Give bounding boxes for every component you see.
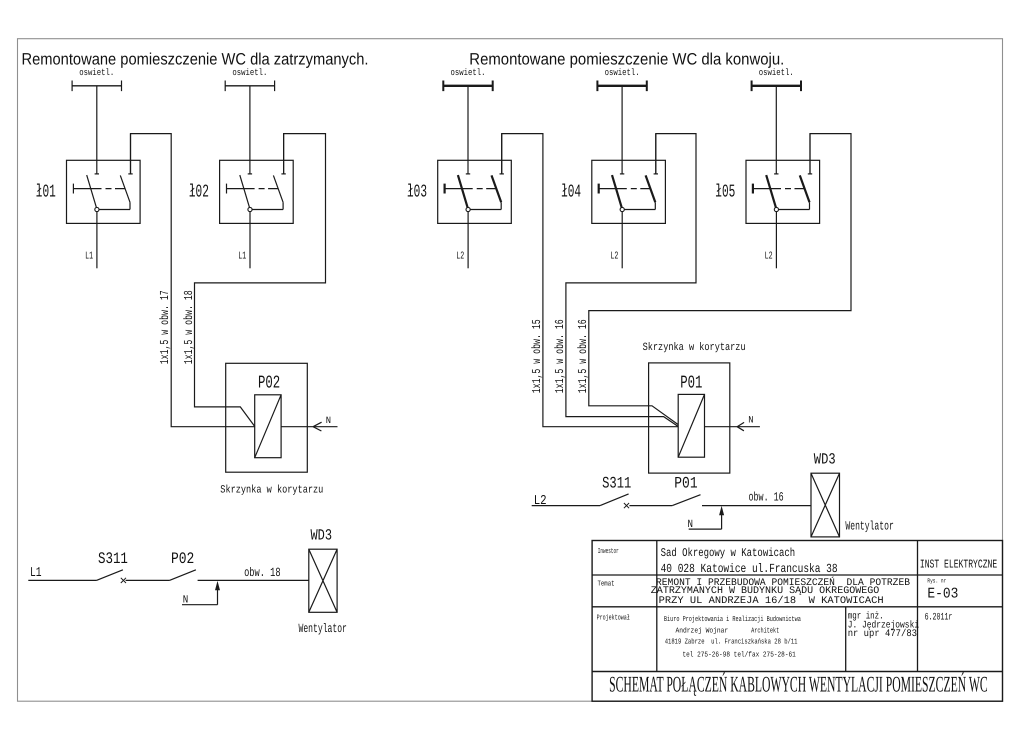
- svg-text:Sad Okregowy w Katowicach: Sad Okregowy w Katowicach: [661, 546, 796, 560]
- svg-text:Wentylator: Wentylator: [845, 520, 893, 534]
- svg-text:L2: L2: [534, 494, 547, 509]
- svg-text:obw. 16: obw. 16: [749, 490, 784, 504]
- svg-text:P02: P02: [258, 373, 280, 393]
- svg-text:obw. 18: obw. 18: [244, 566, 281, 580]
- svg-text:L2: L2: [610, 251, 618, 263]
- svg-text:Skrzynka w korytarzu: Skrzynka w korytarzu: [220, 485, 323, 497]
- svg-text:ZATRZYMANYCH W BUDYNKU SĄDU OK: ZATRZYMANYCH W BUDYNKU SĄDU OKREGOWEGO: [651, 586, 880, 597]
- svg-text:1x1,5 w obw. 16: 1x1,5 w obw. 16: [576, 319, 590, 393]
- svg-text:Temat: Temat: [598, 580, 615, 588]
- svg-text:L2: L2: [456, 251, 464, 263]
- svg-text:N: N: [688, 519, 694, 531]
- svg-text:Biuro Projektowania i Realizac: Biuro Projektowania i Realizacji Budowni…: [664, 615, 801, 624]
- svg-text:S311: S311: [602, 475, 631, 493]
- svg-text:1x1,5 w obw. 15: 1x1,5 w obw. 15: [530, 319, 544, 393]
- svg-text:L1: L1: [85, 251, 93, 263]
- svg-text:Wentylator: Wentylator: [299, 622, 347, 636]
- svg-text:oswietl.: oswietl.: [605, 67, 640, 78]
- svg-text:S311: S311: [98, 550, 128, 568]
- svg-text:nr upr 477/83: nr upr 477/83: [848, 628, 917, 640]
- svg-text:P02: P02: [171, 550, 194, 568]
- svg-text:41819 Zabrze ul. Franciszkańs: 41819 Zabrze ul. Franciszkańska 28 b/11: [665, 638, 798, 647]
- svg-text:L1: L1: [30, 566, 42, 581]
- svg-text:Remontowane pomieszczenie WC d: Remontowane pomieszczenie WC dla konwoju…: [469, 50, 784, 68]
- svg-text:N: N: [748, 415, 753, 426]
- svg-text:N: N: [326, 415, 331, 426]
- svg-text:ł02: ł02: [189, 183, 209, 203]
- svg-text:oswietl.: oswietl.: [79, 67, 114, 78]
- svg-text:oswietl.: oswietl.: [451, 67, 486, 78]
- svg-text:1x1,5 w obw. 16: 1x1,5 w obw. 16: [553, 319, 567, 393]
- svg-text:P01: P01: [674, 475, 697, 493]
- svg-text:1x1,5 w obw. 18: 1x1,5 w obw. 18: [182, 290, 196, 364]
- svg-text:1x1,5 w obw. 17: 1x1,5 w obw. 17: [158, 290, 172, 364]
- svg-text:INST ELEKTRYCZNE: INST ELEKTRYCZNE: [920, 558, 997, 572]
- svg-text:Projektował: Projektował: [597, 614, 631, 623]
- svg-text:ł04: ł04: [561, 183, 581, 203]
- svg-text:ł05: ł05: [715, 183, 735, 203]
- svg-text:ł03: ł03: [407, 183, 427, 203]
- svg-text:L2: L2: [765, 251, 773, 263]
- svg-text:N: N: [183, 595, 189, 607]
- svg-text:Inwestor: Inwestor: [598, 548, 619, 556]
- svg-text:L1: L1: [238, 251, 246, 263]
- svg-text:Andrzej Wojnar: Andrzej Wojnar: [676, 626, 729, 635]
- svg-text:P01: P01: [680, 373, 702, 393]
- svg-text:PRZY UL ANDRZEJA 16/18 W KATO: PRZY UL ANDRZEJA 16/18 W KATOWICACH: [659, 595, 884, 607]
- svg-text:Remontowane pomieszczenie WC d: Remontowane pomieszczenie WC dla zatrzym…: [22, 50, 369, 68]
- svg-text:SCHEMAT POŁĄCZEŃ KABLOWYCH WEN: SCHEMAT POŁĄCZEŃ KABLOWYCH WENTYLACJI PO…: [609, 672, 988, 697]
- svg-text:REMONT I PRZEBUDOWA POMIESZCZE: REMONT I PRZEBUDOWA POMIESZCZEŃ DLA POTR…: [656, 576, 910, 589]
- svg-text:40 028 Katowice ul.Francuska 3: 40 028 Katowice ul.Francuska 38: [661, 562, 838, 576]
- svg-text:E-03: E-03: [927, 587, 958, 603]
- svg-text:tel 275-26-98 tel/fax 275-28-6: tel 275-26-98 tel/fax 275-28-61: [683, 650, 797, 659]
- svg-text:WD3: WD3: [814, 451, 836, 469]
- svg-text:oswietl.: oswietl.: [759, 67, 794, 78]
- svg-text:Rys. nr: Rys. nr: [927, 578, 946, 585]
- svg-text:ł01: ł01: [36, 183, 56, 203]
- svg-text:oswietl.: oswietl.: [232, 67, 267, 78]
- svg-text:WD3: WD3: [311, 526, 333, 544]
- svg-text:Skrzynka w korytarzu: Skrzynka w korytarzu: [643, 342, 746, 354]
- svg-text:Architekt: Architekt: [751, 626, 779, 635]
- svg-text:mgr inż.: mgr inż.: [848, 611, 884, 623]
- svg-text:6.2011r: 6.2011r: [925, 613, 953, 624]
- svg-text:J. Jędrzejowski: J. Jędrzejowski: [848, 620, 919, 632]
